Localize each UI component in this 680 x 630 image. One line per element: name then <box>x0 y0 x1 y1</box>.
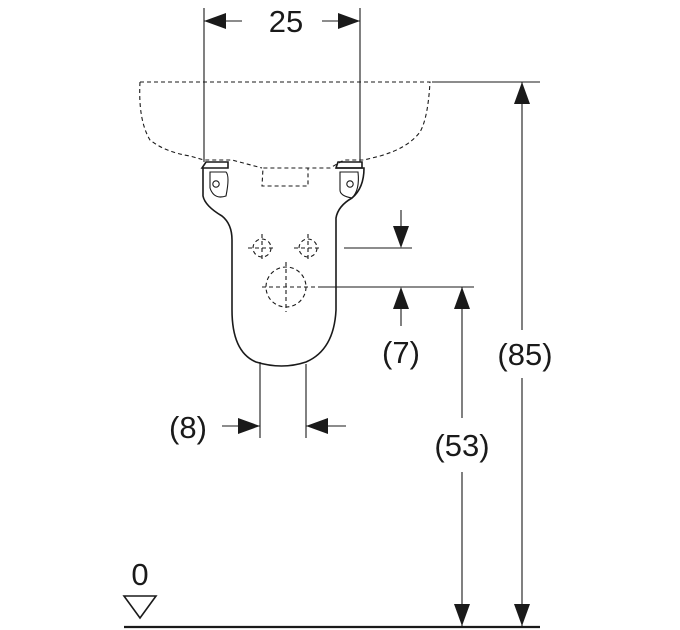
pipe-connections <box>248 234 324 312</box>
right-screw-hole <box>346 180 354 188</box>
dim-trap-width: (8) <box>169 362 346 445</box>
left-screw-hole <box>212 180 220 188</box>
washbasin-outline <box>139 81 431 187</box>
trap-drop-label: (7) <box>382 335 420 370</box>
floor-level: 0 <box>122 557 540 629</box>
dim-trap-drop: (7) <box>320 210 474 370</box>
total-height-label: (85) <box>497 337 552 372</box>
top-width-label: 25 <box>269 4 303 39</box>
floor-level-label: 0 <box>131 557 148 592</box>
dim-top-width: 25 <box>203 4 361 162</box>
pedestal-cover <box>200 161 365 367</box>
trap-height-label: (53) <box>434 428 489 463</box>
trap-width-label: (8) <box>169 410 207 445</box>
dim-trap-height: (53) <box>434 287 490 626</box>
level-triangle-icon <box>122 595 158 620</box>
dim-total-height: (85) <box>432 81 553 626</box>
